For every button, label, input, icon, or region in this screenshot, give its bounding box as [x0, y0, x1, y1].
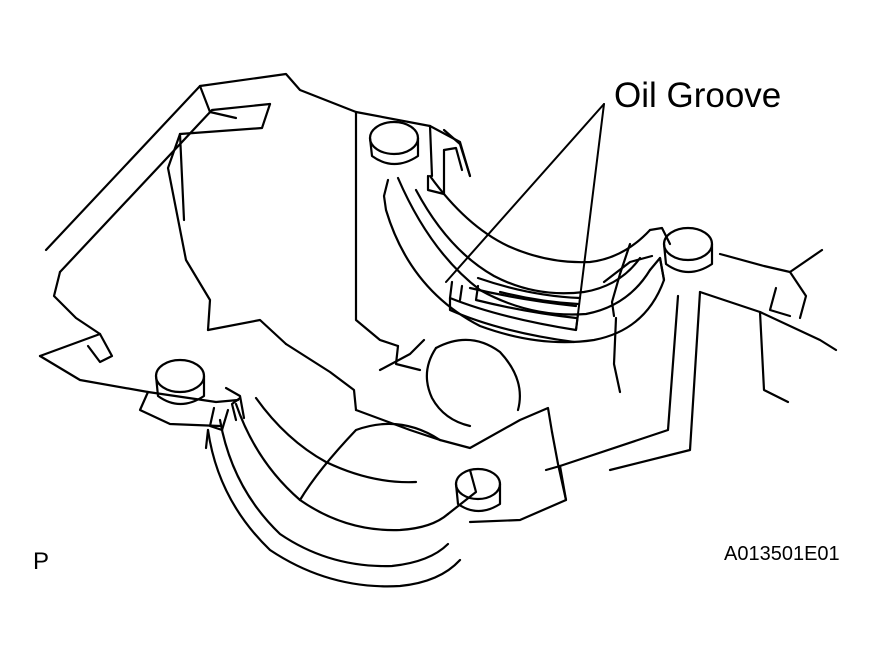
view-code-label: P [33, 548, 50, 575]
lower-left-bolt [154, 358, 206, 406]
figure-id-label: A013501E01 [724, 543, 840, 565]
upper-bearing-shell [448, 276, 582, 344]
upper-right-bolt [662, 226, 714, 274]
block-right-section [544, 248, 838, 502]
oil-groove-label: Oil Groove [614, 76, 782, 115]
lower-right-bolt [454, 467, 502, 513]
lower-bearing-housing [138, 338, 568, 524]
callout-leader-lines [445, 103, 605, 331]
lower-bearing-shell [204, 396, 478, 588]
engine-block-outline [38, 72, 472, 394]
upper-bearing-cap [382, 124, 672, 344]
upper-left-bolt [368, 120, 420, 166]
